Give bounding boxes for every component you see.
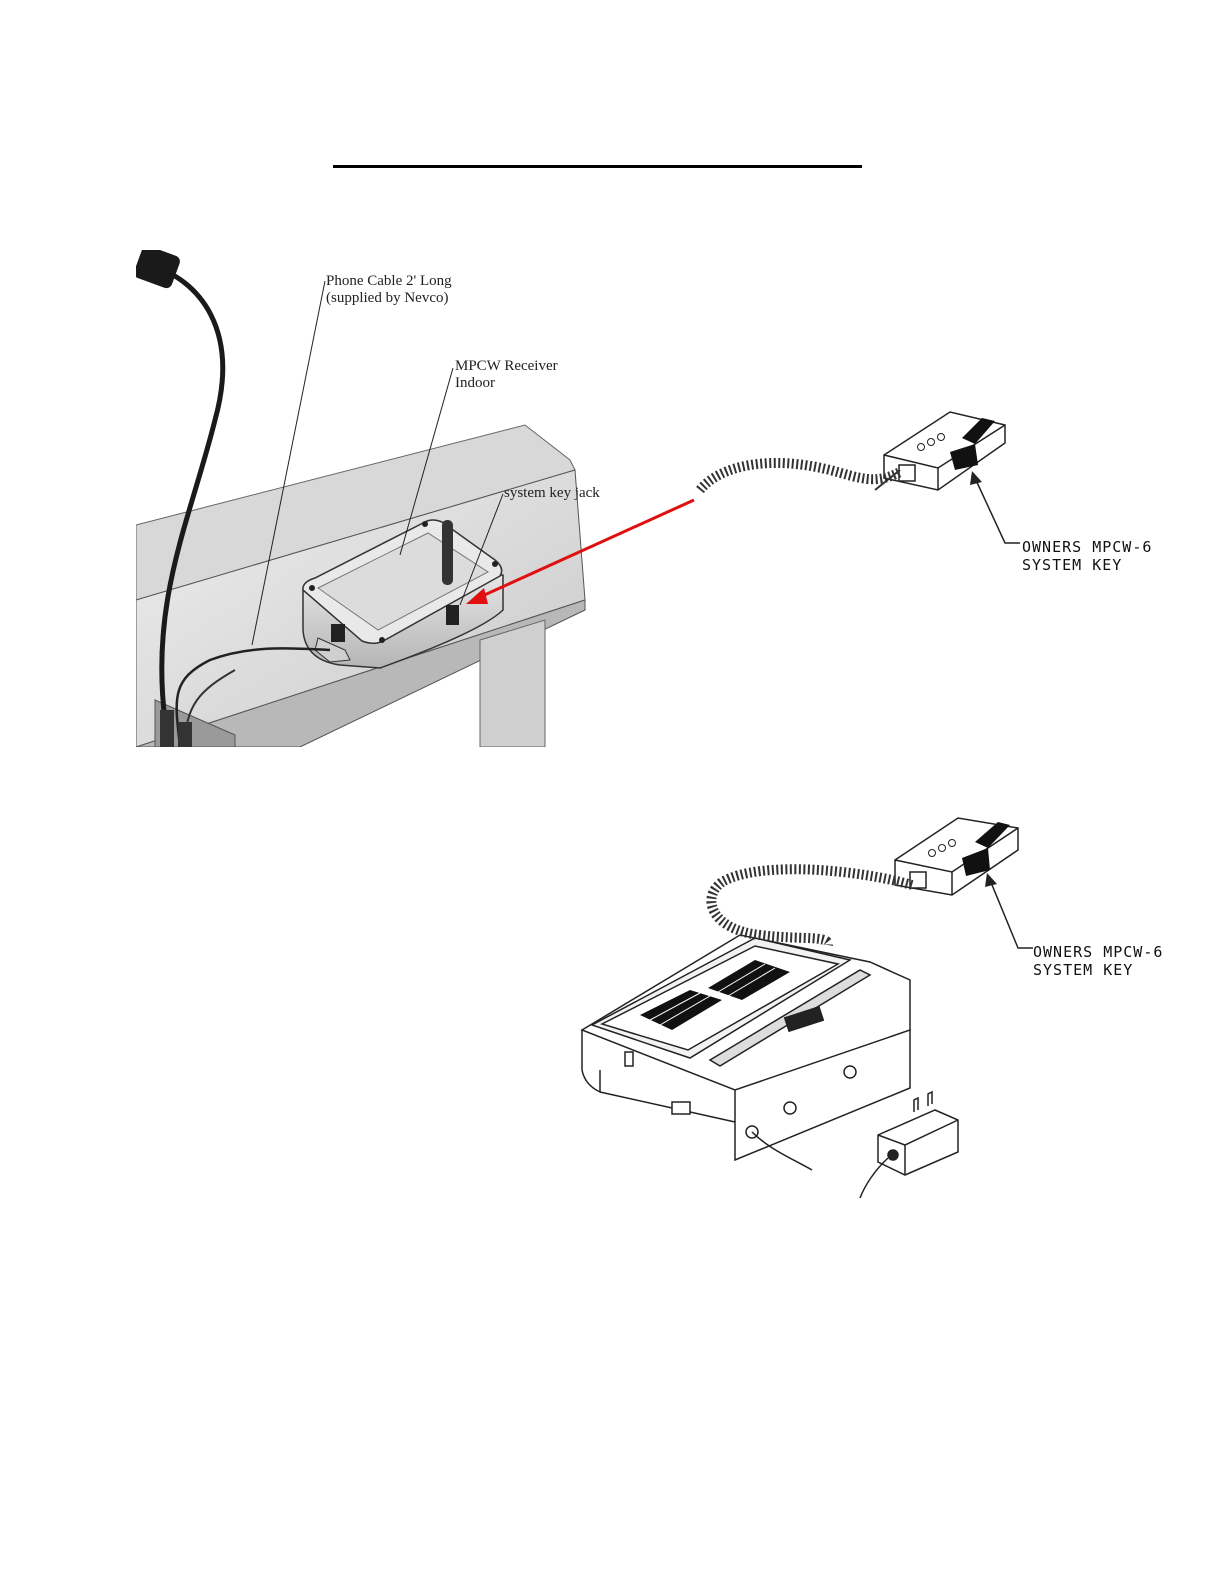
power-adapter — [878, 1092, 958, 1175]
key-label-2-line2: SYSTEM KEY — [1033, 962, 1133, 979]
controller-console — [582, 935, 910, 1160]
system-key-2 — [711, 818, 1033, 948]
key-label-2-line1: OWNERS MPCW-6 — [1033, 944, 1163, 961]
